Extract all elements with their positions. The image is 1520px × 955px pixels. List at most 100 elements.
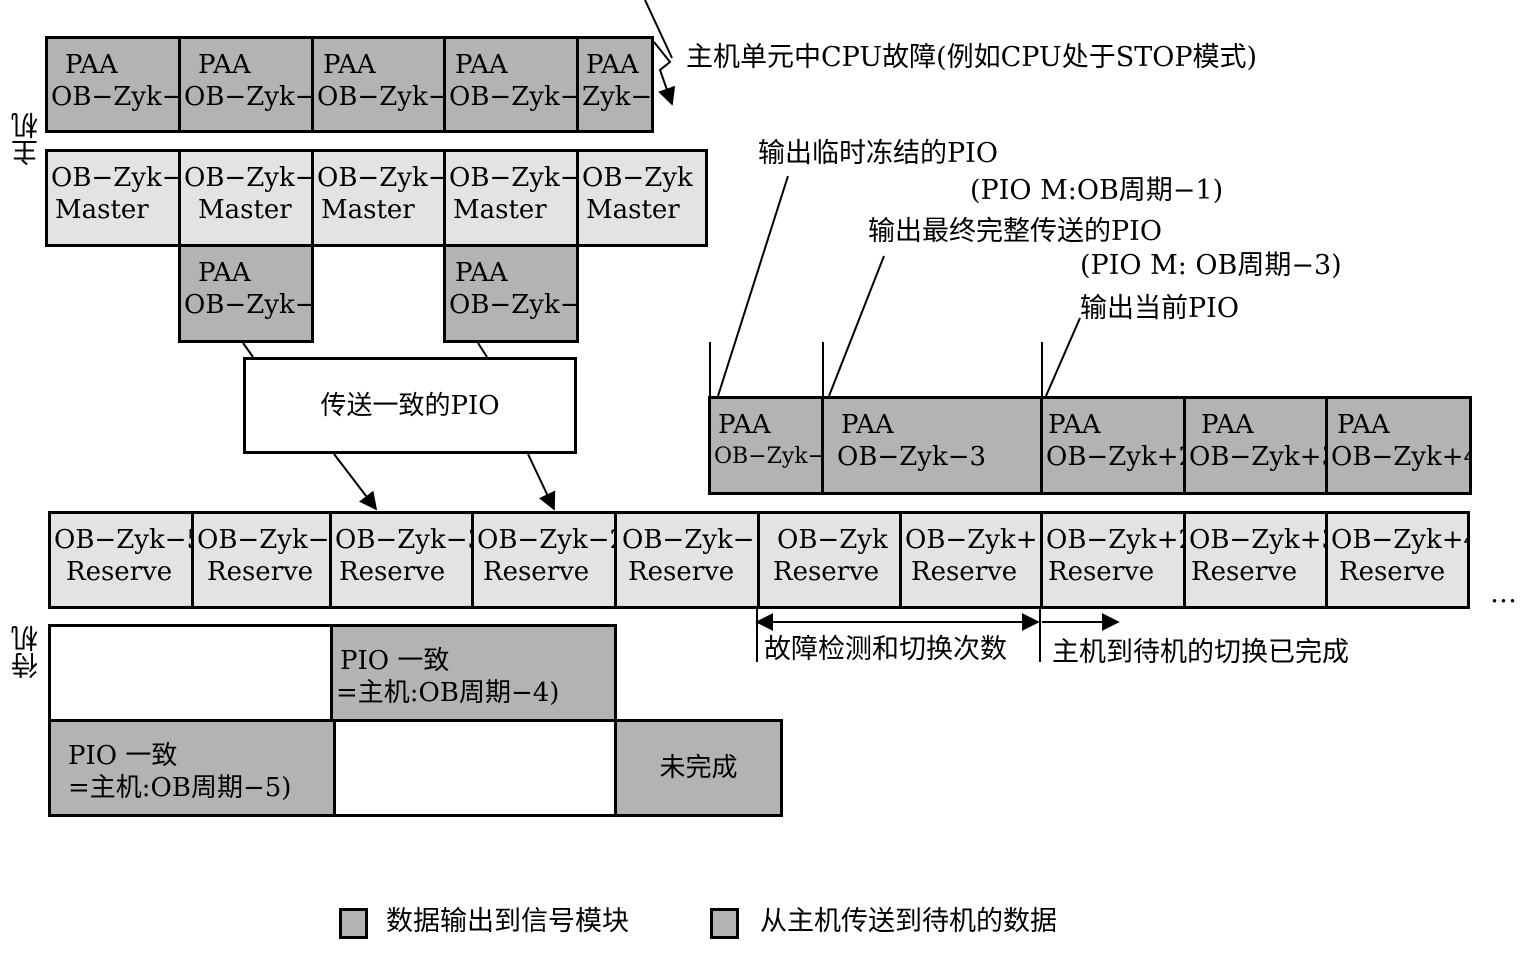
box-line2: OB−Zyk−4 xyxy=(184,290,311,320)
box-line2: Reserve xyxy=(1339,557,1446,587)
continuation-ellipsis: … xyxy=(1490,578,1517,609)
master-cycle-box-2: OB−Zyk−3 Master xyxy=(178,149,314,247)
pio-consistent-lower-box: PIO 一致 =主机:OB周期−5) xyxy=(48,719,336,817)
box-line2: OB−Zyk−5 xyxy=(51,82,178,112)
cpu-fault-zigzag xyxy=(653,41,676,106)
current-pio-leader xyxy=(1045,317,1081,397)
box-line1: PAA xyxy=(841,410,894,440)
frozen-pio-label: 输出临时冻结的PIO xyxy=(758,138,998,169)
transfer-arrow-1 xyxy=(333,453,378,511)
box-line1: OB−Zyk+1 xyxy=(905,525,1043,555)
box-line1: OB−Zyk+2 xyxy=(1046,525,1186,555)
frozen-pio-leader xyxy=(717,175,789,397)
box-line2: Reserve xyxy=(483,557,590,587)
box-line1: PAA xyxy=(1201,410,1254,440)
box-line1: OB−Zyk−1 xyxy=(449,163,576,193)
box-line1: PAA xyxy=(65,50,118,80)
master-output-box-3: PAA OB−Zyk−3 xyxy=(311,36,446,133)
box-line2: Master xyxy=(55,195,149,225)
box-line2: OB−Zyk−2 xyxy=(449,82,576,112)
switchover-done-label: 主机到待机的切换已完成 xyxy=(1052,637,1349,668)
box-line1: OB−Zyk+3 xyxy=(1189,525,1328,555)
legend-transfer-label: 从主机传送到待机的数据 xyxy=(760,906,1057,937)
box-line1: PAA xyxy=(455,258,508,288)
consistent-pio-label: 传送一致的PIO xyxy=(320,390,500,421)
box-line1: PAA xyxy=(323,50,376,80)
reserve-box-5: OB−Zyk−1 Reserve xyxy=(614,511,760,609)
box-line2: Master xyxy=(321,195,415,225)
master-cycle-box-5: OB−Zyk Master xyxy=(576,149,708,247)
box-line1: OB−Zyk−2 xyxy=(477,525,617,555)
box-line1: OB−Zyk−4 xyxy=(51,163,178,193)
box-line2: Master xyxy=(198,195,292,225)
box-line1: PAA xyxy=(586,50,639,80)
box-line1: PAA xyxy=(718,410,771,440)
box-line2: =主机:OB周期−5) xyxy=(68,773,292,803)
box-line1: OB−Zyk−5 xyxy=(54,525,194,555)
box-line2: OB−Zyk−3 xyxy=(837,442,987,472)
reserve-box-3: OB−Zyk−3 Reserve xyxy=(329,511,474,609)
master-cycle-box-1: OB−Zyk−4 Master xyxy=(45,149,181,247)
box-line2: OB−Zyk+3 xyxy=(1189,442,1328,472)
box-line1: OB−Zyk xyxy=(777,525,888,555)
transfer-box-1: PAA OB−Zyk−4 xyxy=(178,244,314,343)
reserve-box-10: OB−Zyk+4 Reserve xyxy=(1325,511,1470,609)
box-line1: OB−Zyk−4 xyxy=(197,525,332,555)
master-output-box-4: PAA OB−Zyk−2 xyxy=(443,36,579,133)
cpu-fault-pointer xyxy=(644,0,673,59)
box-line1: OB−Zyk xyxy=(582,163,693,193)
standby-empty-box-2 xyxy=(333,719,617,817)
current-pio-label: 输出当前PIO xyxy=(1080,293,1239,324)
incomplete-box: 未完成 xyxy=(614,719,783,817)
reserve-box-6: OB−Zyk Reserve xyxy=(757,511,902,609)
box-line1: PAA xyxy=(1337,410,1390,440)
box-line1: PAA xyxy=(1048,410,1101,440)
standby-output-box-5: PAA OB−Zyk+4 xyxy=(1325,396,1472,495)
standby-output-box-1: PAA OB−Zyk−1 xyxy=(708,396,824,495)
frozen-pio-sub-label: (PIO M:OB周期−1) xyxy=(970,175,1224,206)
box-line1: PAA xyxy=(455,50,508,80)
box-line1: PAA xyxy=(198,50,251,80)
cpu-fault-label: 主机单元中CPU故障(例如CPU处于STOP模式) xyxy=(686,42,1258,73)
box-line2: OB−Zyk−3 xyxy=(317,82,443,112)
box-line2: Reserve xyxy=(628,557,735,587)
standby-output-box-3: PAA OB−Zyk+2 xyxy=(1040,396,1186,495)
reserve-box-4: OB−Zyk−2 Reserve xyxy=(471,511,617,609)
box-line2: Zyk−1 xyxy=(582,82,653,112)
box-line2: Reserve xyxy=(339,557,446,587)
reserve-box-9: OB−Zyk+3 Reserve xyxy=(1183,511,1328,609)
box-line2: Reserve xyxy=(911,557,1018,587)
reserve-box-7: OB−Zyk+1 Reserve xyxy=(899,511,1043,609)
transfer-arrow-2 xyxy=(527,453,556,511)
box-line1: PAA xyxy=(198,258,251,288)
standby-output-box-4: PAA OB−Zyk+3 xyxy=(1183,396,1328,495)
consistent-pio-box: 传送一致的PIO xyxy=(243,357,577,454)
master-output-box-5: PAA Zyk−1 xyxy=(576,36,654,133)
box-line1: OB−Zyk−2 xyxy=(317,163,443,193)
box-line2: OB−Zyk+2 xyxy=(1046,442,1186,472)
box-line1: OB−Zyk−3 xyxy=(335,525,474,555)
box-line1: PIO 一致 xyxy=(340,646,450,676)
box-line1: PIO 一致 xyxy=(68,741,178,771)
box-line2: Reserve xyxy=(1048,557,1155,587)
transfer-line-1 xyxy=(242,342,254,358)
box-line2: Master xyxy=(453,195,547,225)
master-output-box-1: PAA OB−Zyk−5 xyxy=(45,36,181,133)
master-cycle-box-3: OB−Zyk−2 Master xyxy=(311,149,446,247)
legend-output-label: 数据输出到信号模块 xyxy=(386,906,629,937)
last-complete-pio-leader xyxy=(828,255,885,397)
box-line2: OB−Zyk−2 xyxy=(449,290,576,320)
legend-swatch-light xyxy=(710,908,739,939)
fault-detection-label: 故障检测和切换次数 xyxy=(764,634,1007,665)
transfer-box-2: PAA OB−Zyk−2 xyxy=(443,244,579,343)
standby-output-box-2: PAA OB−Zyk−3 xyxy=(821,396,1043,495)
master-cycle-box-4: OB−Zyk−1 Master xyxy=(443,149,579,247)
box-line1: OB−Zyk−3 xyxy=(184,163,311,193)
reserve-box-8: OB−Zyk+2 Reserve xyxy=(1040,511,1186,609)
box-line2: Reserve xyxy=(66,557,173,587)
box-line2: OB−Zyk+4 xyxy=(1331,442,1472,472)
box-line1: OB−Zyk−1 xyxy=(622,525,760,555)
last-complete-pio-label: 输出最终完整传送的PIO xyxy=(868,216,1162,247)
box-line2: OB−Zyk−1 xyxy=(714,444,821,469)
